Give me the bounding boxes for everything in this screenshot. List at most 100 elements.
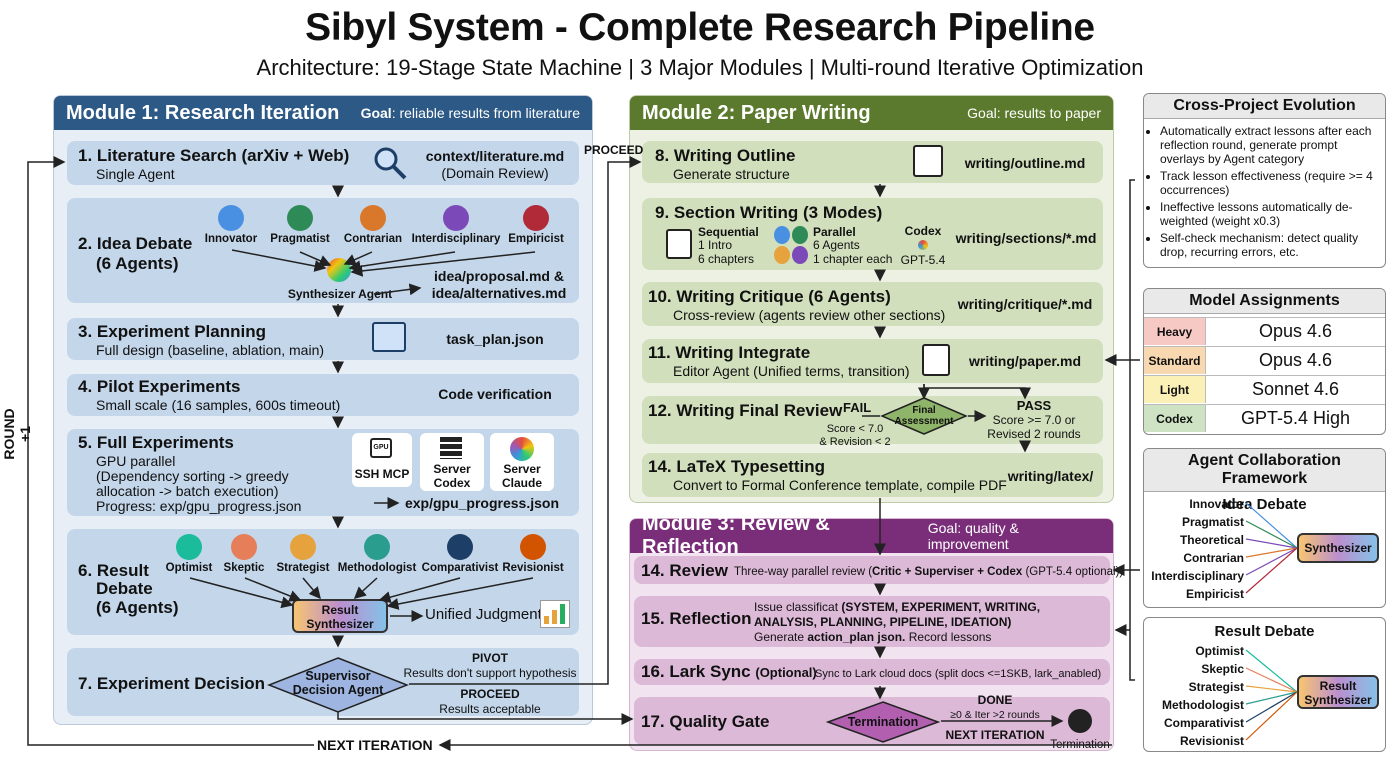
person-icon xyxy=(523,205,549,231)
mode-codex-2: GPT-5.4 xyxy=(900,253,946,267)
stage-14-latex-title: 14. LaTeX Typesetting xyxy=(648,457,825,476)
collab-idea-agent: Innovator xyxy=(1189,497,1244,511)
stage-14-review-title: 14. Review xyxy=(641,561,728,580)
stage-15 xyxy=(634,596,1110,647)
agent-contrarian: Contrarian xyxy=(342,205,404,245)
collab-synthesizer: Synthesizer xyxy=(1297,533,1379,563)
refl-l1b: (SYSTEM, EXPERIMENT, WRITING, xyxy=(841,600,1041,614)
stage-17-title: 17. Quality Gate xyxy=(641,712,770,731)
people-icon xyxy=(447,534,473,560)
stage-14-review xyxy=(634,556,1110,584)
collab-result-agent: Comparativist xyxy=(1163,716,1244,730)
collab-idea-agent: Pragmatist xyxy=(1181,515,1244,529)
server-icon xyxy=(440,437,462,459)
server-codex-label-2: Codex xyxy=(433,476,471,490)
stage-2-file-1: idea/proposal.md & xyxy=(434,268,564,284)
fail-label: FAIL xyxy=(843,400,872,415)
document-icon xyxy=(666,229,692,259)
page-subtitle: Architecture: 19-Stage State Machine | 3… xyxy=(256,55,1144,80)
mode-seq-1: 1 Intro xyxy=(698,238,733,252)
pivot-desc: Results don't support hypothesis xyxy=(403,666,577,680)
review-desc-1: Three-way parallel review ( xyxy=(734,566,873,578)
done-label: DONE xyxy=(977,693,1013,707)
module-1-header: Module 1: Research Iteration Goal: relia… xyxy=(54,96,592,130)
collab-idea-agent: Contrarian xyxy=(1183,551,1244,565)
pass-label: PASS xyxy=(1016,398,1052,413)
stage-10-desc: Cross-review (agents review other sectio… xyxy=(673,307,946,323)
lightbulb-icon xyxy=(218,205,244,231)
page-title: Sibyl System - Complete Research Pipelin… xyxy=(305,6,1095,49)
mode-parallel: Parallel xyxy=(813,225,856,239)
stage-16-title: 16. Lark Sync (Optional) xyxy=(641,662,817,682)
claude-logo-icon xyxy=(510,437,534,461)
blueprint-icon xyxy=(372,322,406,352)
evolution-title: Cross-Project Evolution xyxy=(1144,94,1385,119)
agent-revisionist-label: Revisionist xyxy=(502,562,564,574)
module-1-goal: Goal: reliable results from literature xyxy=(361,105,580,121)
person-icon xyxy=(364,534,390,560)
review-desc-2: (GPT-5.4 optional)) xyxy=(1022,566,1124,578)
model-value: Opus 4.6 xyxy=(1258,350,1333,370)
collab-idea-agent: Interdisciplinary xyxy=(1151,569,1244,583)
stage-5-desc-2: (Dependency sorting -> greedy xyxy=(96,468,289,484)
done-desc: ≥0 & Iter >2 rounds xyxy=(950,709,1040,721)
module-3-goal: Goal: quality & improvement xyxy=(927,520,1019,552)
gpu-chip-icon: GPU xyxy=(370,438,392,458)
stage-14-latex-desc: Convert to Formal Conference template, c… xyxy=(673,477,1007,493)
pivot-label: PIVOT xyxy=(471,651,508,665)
models-title: Model Assignments xyxy=(1144,289,1385,314)
stage-2-sub: (6 Agents) xyxy=(96,254,179,273)
stage-11-file: writing/paper.md xyxy=(968,353,1081,369)
agent-contrarian-label: Contrarian xyxy=(343,233,403,245)
mode-par-2: 1 chapter each xyxy=(813,252,893,266)
model-key: Light xyxy=(1144,376,1206,403)
proceed-flow-label: PROCEED xyxy=(584,143,644,157)
stage-3-file: task_plan.json xyxy=(446,331,544,347)
agent-methodologist-label: Methodologist xyxy=(337,562,417,574)
evolution-item: Self-check mechanism: detect quality dro… xyxy=(1160,231,1379,259)
collab-result-agent: Methodologist xyxy=(1162,698,1244,712)
collab-result-agent: Revisionist xyxy=(1179,734,1244,748)
stage-6-title-2: Debate xyxy=(96,579,153,598)
person-icon xyxy=(290,534,316,560)
stage-4-desc: Small scale (16 samples, 600s timeout) xyxy=(96,397,341,413)
final-line-2: Assessment xyxy=(894,416,954,427)
lark-title: 16. Lark Sync xyxy=(641,662,751,681)
stage-3-title: 3. Experiment Planning xyxy=(78,322,266,341)
agent-strategist-label: Strategist xyxy=(276,562,330,574)
stage-10 xyxy=(642,282,1103,326)
stage-8-file: writing/outline.md xyxy=(964,155,1086,171)
stage-7-title: 7. Experiment Decision xyxy=(78,674,266,693)
model-value: Sonnet 4.6 xyxy=(1251,379,1340,399)
stage-12-title: 12. Writing Final Review xyxy=(648,401,843,420)
stage-1-file: context/literature.md xyxy=(425,148,565,164)
codex-logo-icon xyxy=(918,240,928,250)
stage-2 xyxy=(67,198,579,303)
result-synth-line-2: Synthesizer xyxy=(306,617,374,631)
module-2-title: Module 2: Paper Writing xyxy=(642,101,871,124)
person-icon xyxy=(360,205,386,231)
fail-desc-1: Score < 7.0 xyxy=(826,423,884,435)
stage-16 xyxy=(634,659,1110,685)
rsynth-2: Synthesizer xyxy=(1304,693,1372,707)
mode-sequential: Sequential xyxy=(698,225,759,239)
edit-document-icon xyxy=(922,344,950,376)
person-icon xyxy=(287,205,313,231)
module-2-header: Module 2: Paper Writing Goal: results to… xyxy=(630,96,1113,130)
collab-idea-agent: Empiricist xyxy=(1185,587,1244,601)
unified-judgment: Unified Judgment xyxy=(425,606,542,623)
ssh-mcp-label: SSH MCP xyxy=(354,467,410,481)
stage-15-title: 15. Reflection xyxy=(641,609,752,628)
stage-3-desc: Full design (baseline, ablation, main) xyxy=(96,342,325,358)
next-iteration-label: NEXT ITERATION xyxy=(314,737,436,753)
stage-1-title: 1. Literature Search (arXiv + Web) xyxy=(78,146,350,165)
synthesizer-agent-label: Synthesizer Agent xyxy=(287,287,393,301)
parallel-agents-icon xyxy=(774,226,808,264)
agent-comparativist: Comparativist xyxy=(418,534,502,574)
idea-debate-title: Idea Debate xyxy=(1222,496,1307,513)
